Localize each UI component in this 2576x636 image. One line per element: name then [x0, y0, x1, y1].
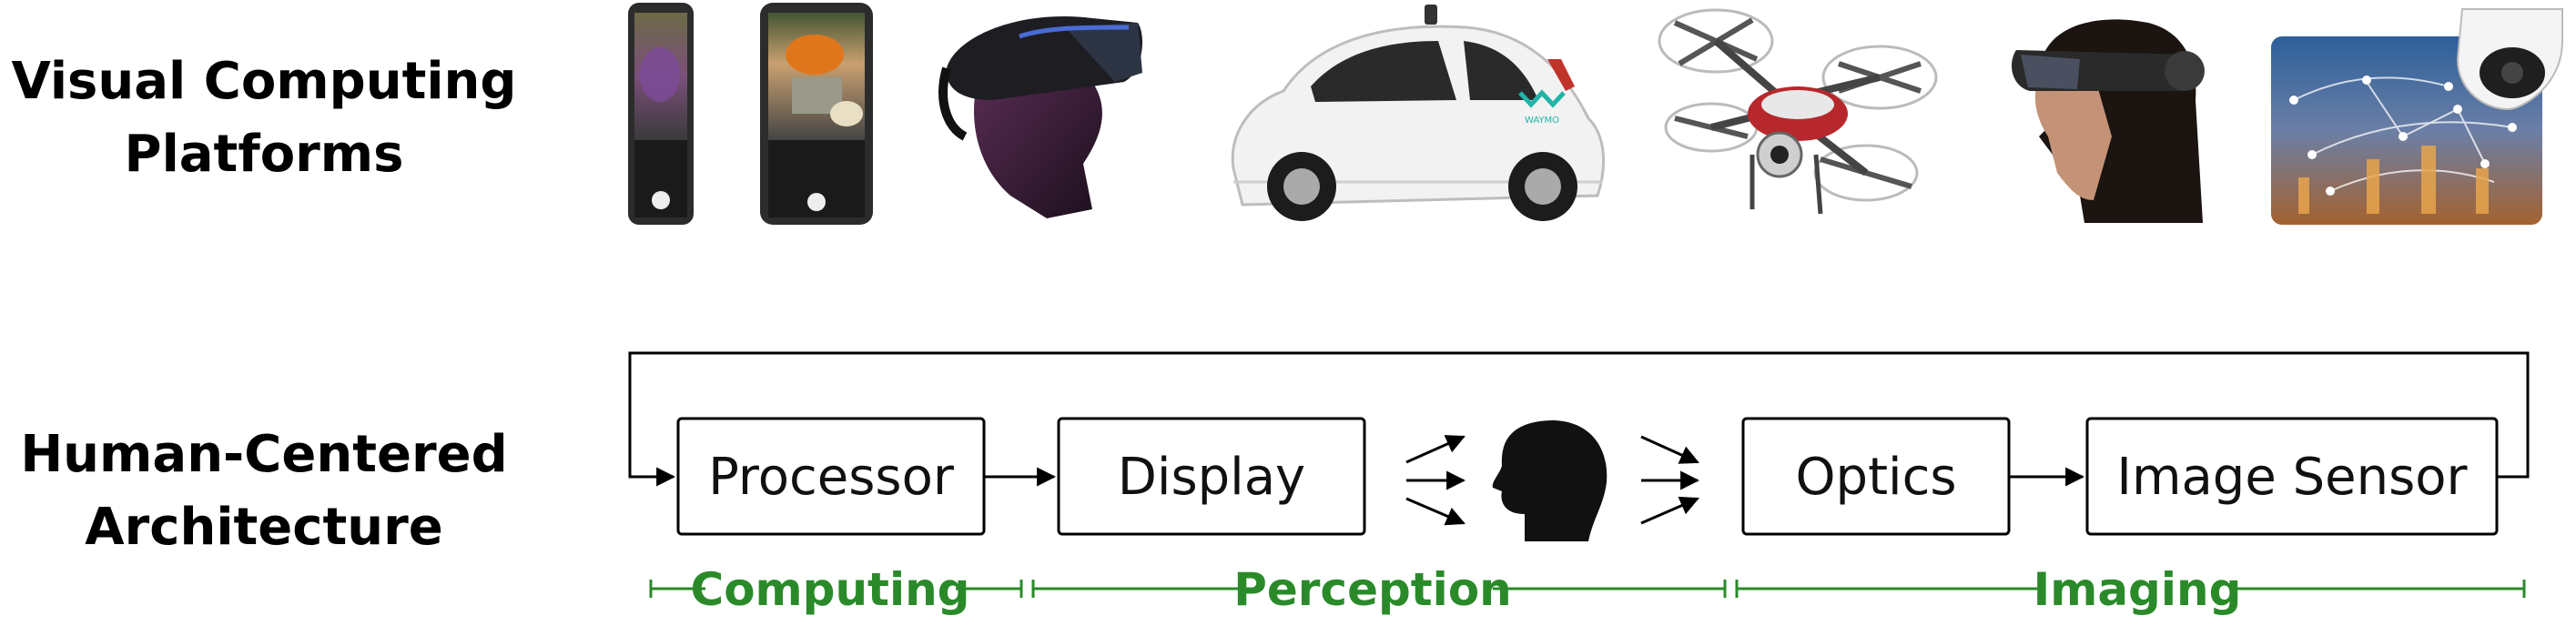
optics-box: Optics	[1741, 417, 2011, 536]
phase-imaging-label: Imaging	[2033, 563, 2242, 616]
display-to-human-arrows	[1405, 435, 1466, 526]
waymo-logo: WAYMO	[1525, 116, 1559, 126]
title-arch-line1: Human-Centered	[20, 425, 508, 484]
image-sensor-label: Image Sensor	[2116, 448, 2468, 507]
display-label: Display	[1118, 448, 1305, 507]
optics-label: Optics	[1795, 448, 1956, 507]
phase-computing-label: Computing	[691, 563, 970, 616]
smartphone-icon	[628, 3, 873, 225]
processor-box: Processor	[676, 417, 986, 536]
human-to-optics-arrows	[1640, 435, 1700, 525]
feedback-loop-line	[628, 351, 2530, 487]
ar-headset-icon	[2012, 19, 2205, 223]
display-box: Display	[1057, 417, 1366, 536]
title-arch-line2: Architecture	[85, 498, 443, 557]
car-icon: WAYMO	[1231, 5, 1606, 221]
human-centered-architecture-title: Human-Centered Architecture	[0, 419, 528, 564]
security-camera-icon	[2271, 8, 2563, 225]
human-head-icon	[1492, 420, 1607, 541]
phase-perception-label: Perception	[1233, 563, 1512, 616]
visual-computing-platforms-title: Visual Computing Platforms	[0, 45, 528, 191]
title-platforms-line2: Platforms	[124, 125, 404, 184]
processor-label: Processor	[708, 448, 955, 507]
image-sensor-box: Image Sensor	[2085, 417, 2499, 536]
title-platforms-line1: Visual Computing	[11, 52, 517, 111]
vr-headset-icon	[938, 16, 1142, 218]
drone-icon	[1658, 8, 1938, 215]
phase-brackets	[649, 580, 2526, 598]
